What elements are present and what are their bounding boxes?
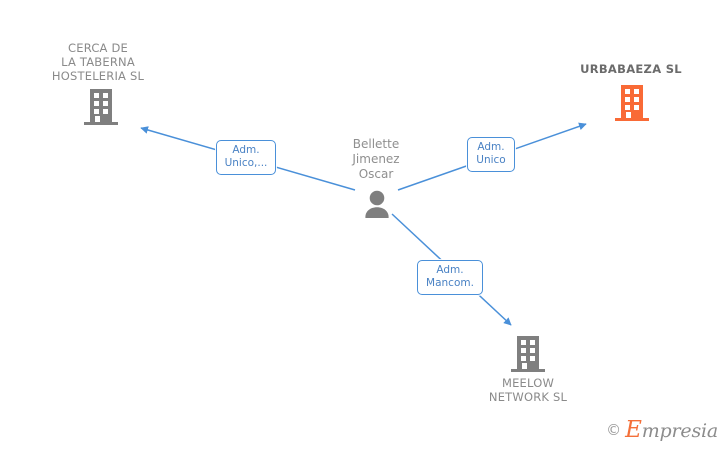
company-label-cerca-de-la-taberna: CERCA DE LA TABERNA HOSTELERIA SL bbox=[51, 41, 145, 83]
building-icon[interactable] bbox=[84, 87, 118, 131]
relation-label-urbabaeza[interactable]: Adm. Unico bbox=[467, 137, 515, 172]
watermark: © Empresia bbox=[606, 419, 718, 442]
brand-initial: E bbox=[625, 417, 642, 443]
relation-label-meelow[interactable]: Adm. Mancom. bbox=[417, 260, 483, 295]
brand-wordmark: Empresia bbox=[625, 419, 718, 442]
building-icon[interactable] bbox=[511, 334, 545, 378]
copyright-icon: © bbox=[606, 421, 622, 439]
building-icon[interactable] bbox=[615, 83, 649, 127]
company-label-urbabaeza: URBABAEZA SL bbox=[580, 62, 682, 76]
company-label-meelow-network: MEELOW NETWORK SL bbox=[488, 376, 568, 404]
person-icon[interactable] bbox=[360, 190, 394, 222]
person-label-bellette-jimenez-oscar: Bellette Jimenez Oscar bbox=[352, 137, 400, 181]
brand-rest: mpresia bbox=[641, 420, 718, 442]
relation-label-cerca[interactable]: Adm. Unico,... bbox=[216, 140, 276, 175]
